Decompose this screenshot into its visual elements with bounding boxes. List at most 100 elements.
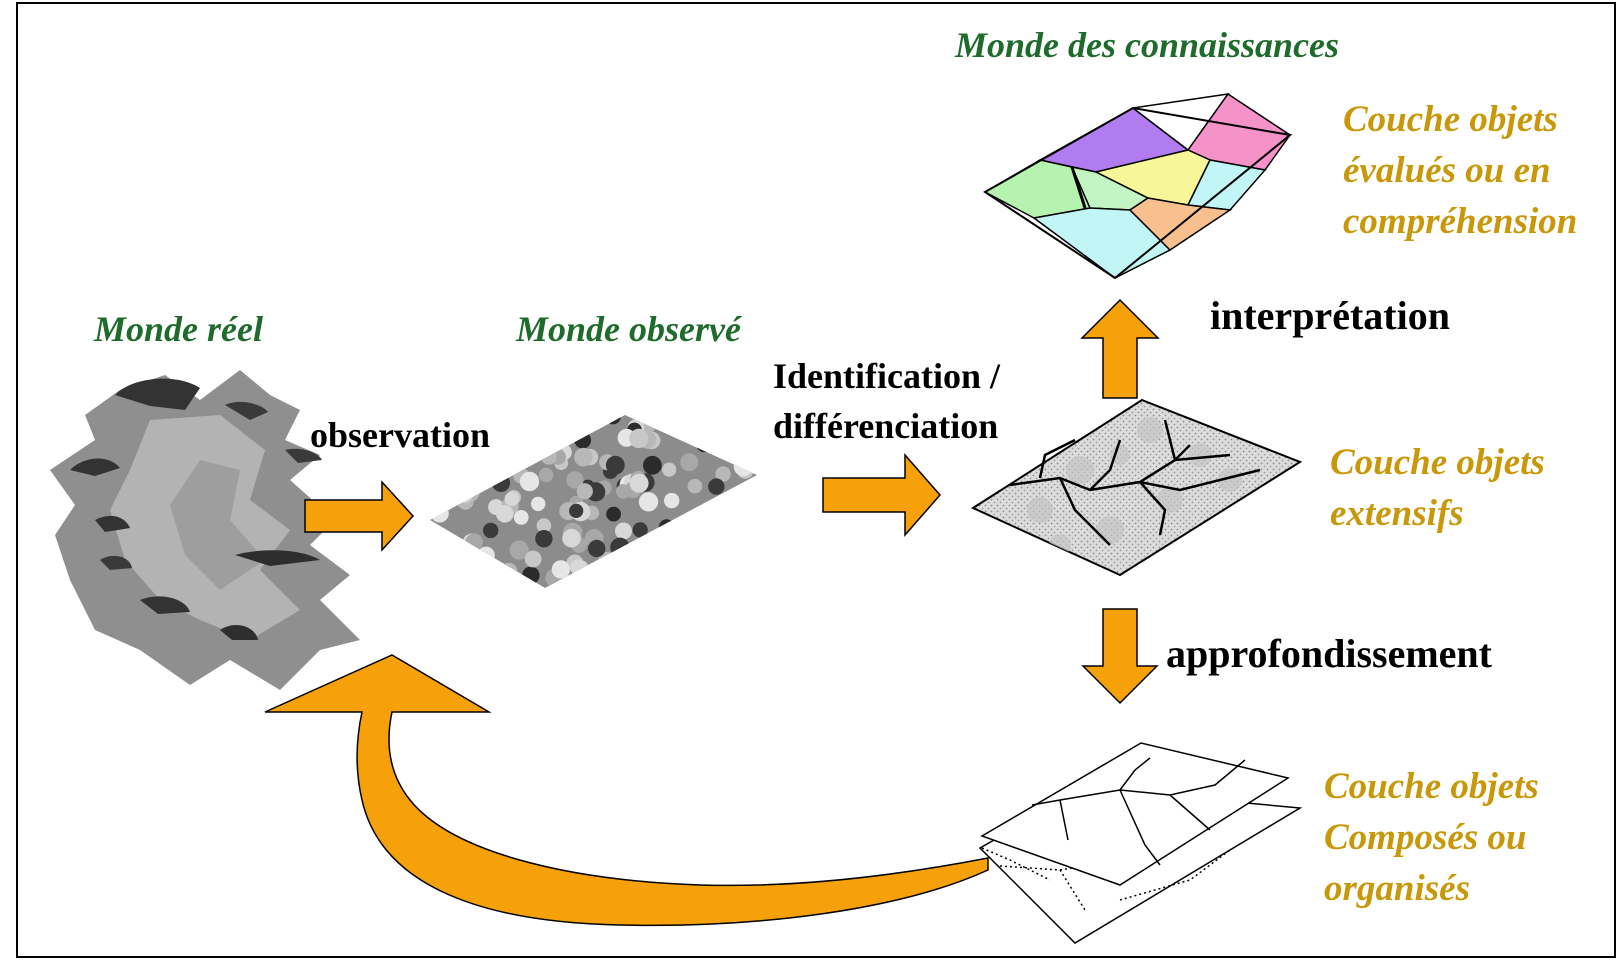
observation-dot	[638, 492, 659, 512]
observation-dot	[448, 563, 463, 578]
observation-dot	[739, 546, 757, 566]
observation-dot	[538, 467, 554, 483]
observation-dot	[520, 584, 535, 588]
observation-dot	[574, 431, 592, 449]
observation-dot	[569, 503, 584, 518]
observation-dot	[566, 471, 584, 489]
observation-dot	[680, 453, 699, 472]
arrow-feedback	[264, 654, 989, 927]
observation-dot	[430, 459, 446, 477]
observation-dot	[484, 459, 499, 474]
observation-dot	[496, 505, 514, 523]
interpretation-label: interprétation	[1210, 293, 1450, 338]
observation-dot	[483, 522, 499, 539]
observation-dot	[597, 574, 612, 588]
observation-dot	[565, 415, 586, 436]
observation-dot	[694, 579, 713, 588]
observation-dot	[524, 550, 542, 568]
observation-dot	[430, 491, 439, 509]
couche-composes-line1: Couche objets	[1324, 766, 1539, 807]
couche-composes-line3: organisés	[1324, 868, 1470, 909]
observation-dot	[434, 543, 455, 564]
couche-composes-line2: Composés ou	[1324, 817, 1527, 858]
observation-dot	[715, 466, 731, 482]
observation-dot	[629, 428, 649, 449]
identification-label-line2: différenciation	[773, 406, 999, 446]
couche-extensifs-line2: extensifs	[1330, 493, 1464, 534]
observation-dot	[571, 576, 591, 588]
observation-dot	[632, 522, 648, 538]
diagram-frame	[16, 2, 1616, 958]
extensive-objects-layer	[970, 398, 1303, 577]
couche-evalues-line2: évalués ou en	[1343, 150, 1551, 191]
observation-dot	[500, 562, 518, 580]
observation-dot	[726, 557, 746, 577]
observation-dot	[551, 560, 571, 579]
observation-dot	[708, 478, 725, 495]
observation-dot	[513, 510, 529, 525]
observation-dot	[531, 496, 546, 512]
approfondissement-label: approfondissement	[1166, 631, 1492, 676]
observation-dot	[696, 537, 715, 556]
observation-dot	[504, 491, 519, 507]
observation-dot	[436, 477, 455, 496]
observation-dot	[735, 415, 752, 421]
observation-dot	[519, 471, 540, 492]
evaluated-objects-layer	[983, 92, 1293, 280]
observation-dot	[460, 554, 479, 574]
observation-dot	[443, 468, 459, 484]
observation-dot	[605, 415, 621, 425]
arrow-approfondissement	[1081, 608, 1159, 705]
observation-dot	[477, 546, 495, 564]
observation-dot	[679, 529, 696, 545]
observation-dot	[531, 415, 547, 425]
observation-dot	[745, 415, 757, 421]
observation-dot	[741, 565, 757, 581]
observation-dot	[430, 579, 441, 588]
observation-dot	[536, 518, 552, 533]
observation-dot	[570, 559, 587, 576]
observation-dot	[724, 514, 744, 533]
observation-dot	[714, 574, 731, 588]
observation-dot	[690, 514, 708, 532]
observation-dot	[733, 457, 753, 477]
observation-dot	[511, 577, 525, 588]
couche-evalues-line1: Couche objets	[1343, 99, 1558, 140]
observation-dot	[715, 524, 733, 542]
observation-dot	[717, 507, 733, 522]
observation-dot	[465, 533, 484, 552]
observation-dot	[683, 429, 699, 445]
observation-dot	[658, 519, 675, 535]
observation-dot	[562, 528, 581, 548]
couche-extensifs-line1: Couche objets	[1330, 442, 1545, 483]
arrows	[264, 298, 1160, 927]
identification-label-line1: Identification /	[773, 356, 1001, 396]
observation-dot	[438, 470, 456, 487]
observation-dot	[535, 530, 553, 548]
observation-dot	[655, 415, 670, 423]
observation-dot	[430, 504, 449, 523]
observation-dot	[694, 537, 712, 555]
observation-label: observation	[310, 415, 490, 455]
observation-dot	[615, 522, 632, 540]
observation-dot	[643, 455, 662, 475]
observation-dot	[546, 419, 565, 437]
observation-dot	[696, 436, 712, 453]
observation-dot	[491, 473, 511, 492]
monde-connaissances-label: Monde des connaissances	[955, 25, 1340, 65]
observation-dot	[588, 539, 606, 558]
observation-dot	[699, 575, 716, 588]
arrow-observation	[304, 480, 415, 552]
observation-dot	[739, 497, 754, 512]
observation-dot	[585, 415, 601, 430]
observation-dot	[454, 484, 474, 503]
observation-dot	[610, 537, 630, 557]
real-world-blob	[50, 370, 360, 690]
observation-dot	[664, 492, 680, 509]
observation-dot	[533, 421, 552, 440]
arrow-interpretation	[1080, 298, 1160, 399]
observation-dot	[662, 462, 677, 477]
observation-dot	[638, 415, 654, 421]
couche-evalues-line3: compréhension	[1343, 201, 1578, 242]
composed-objects-layer	[978, 742, 1303, 944]
